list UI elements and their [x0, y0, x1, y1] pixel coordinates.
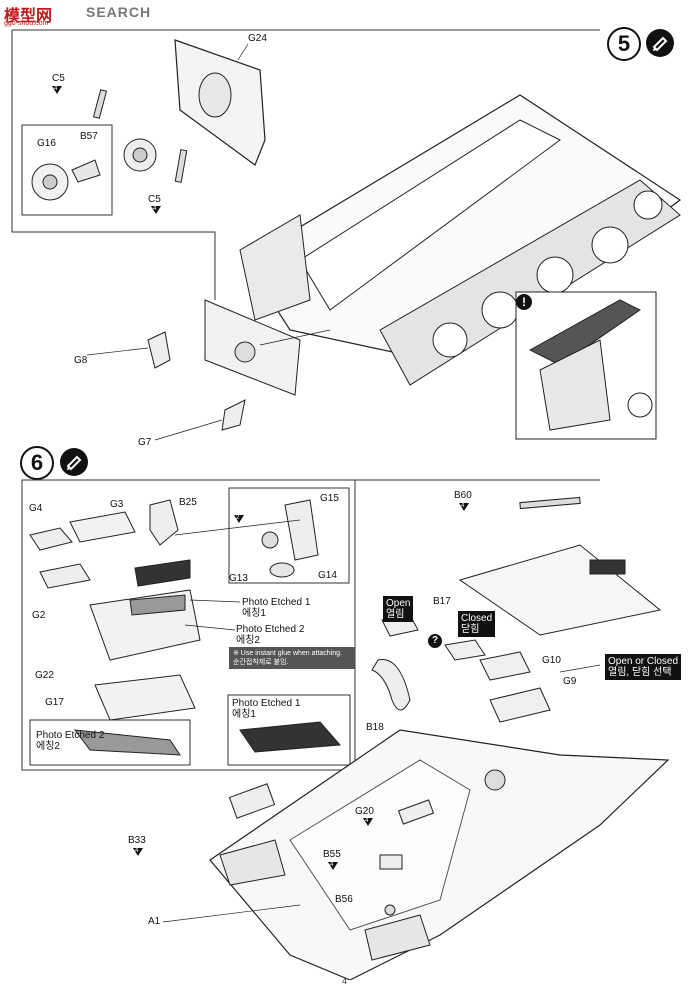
badge-triangle: 4: [151, 206, 161, 214]
question-icon: ?: [428, 634, 442, 648]
label-g3: G3: [110, 499, 124, 510]
closed-tag: Closed 닫힘: [458, 611, 496, 637]
glue-note: ※ Use instant glue when attaching. 순간접착제…: [229, 647, 355, 669]
label-c5-top: C5: [52, 73, 65, 84]
watermark-search: SEARCH: [86, 4, 152, 20]
open-tag: Open 열림: [383, 596, 414, 622]
label-g7: G7: [138, 437, 152, 448]
step-6-number: 6: [20, 446, 54, 480]
label-g14: G14: [318, 570, 337, 581]
label-pe2: Photo Etched 2: [236, 624, 305, 635]
label-b56: B56: [335, 894, 353, 905]
label-g2: G2: [32, 610, 46, 621]
badge-triangle: 4: [363, 818, 373, 826]
label-pe1-box: Photo Etched 1: [232, 698, 301, 709]
badge-triangle: 4: [328, 862, 338, 870]
exclamation-icon: !: [516, 294, 532, 310]
watermark-brand: 模型网: [4, 6, 53, 25]
label-pe1-box-kr: 에칭1: [232, 709, 256, 720]
label-pe2-kr: 에칭2: [236, 635, 260, 646]
label-b25: B25: [179, 497, 197, 508]
label-b18: B18: [366, 722, 384, 733]
label-pe2-box-kr: 에칭2: [36, 741, 60, 752]
label-c5-bottom: C5: [148, 194, 161, 205]
step-6-drawing: [21, 479, 670, 980]
label-g9: G9: [563, 676, 577, 687]
step-5-number: 5: [607, 27, 641, 61]
label-g17: G17: [45, 697, 64, 708]
label-g15: G15: [320, 493, 339, 504]
label-b55: B55: [323, 849, 341, 860]
watermark: 模型网 SEARCH ggo-shou.com: [0, 0, 170, 28]
label-pe2-box: Photo Etched 2: [36, 730, 105, 741]
badge-triangle: 4: [133, 848, 143, 856]
label-pe1: Photo Etched 1: [242, 597, 311, 608]
label-a1: A1: [148, 916, 161, 927]
label-g4: G4: [29, 503, 43, 514]
label-g8: G8: [74, 355, 88, 366]
badge-triangle: 4: [459, 503, 469, 511]
label-b57: B57: [80, 131, 98, 142]
label-b60: B60: [454, 490, 472, 501]
open-or-closed-tag: Open or Closed 열림, 닫힘 선택: [605, 654, 682, 680]
badge-triangle: 2: [234, 515, 244, 523]
label-g16: G16: [37, 138, 56, 149]
label-g20: G20: [355, 806, 374, 817]
label-b33: B33: [128, 835, 146, 846]
watermark-url: ggo-shou.com: [4, 20, 49, 27]
step-5-drawing: [11, 29, 682, 441]
label-pe1-kr: 에칭1: [242, 608, 266, 619]
label-g22: G22: [35, 670, 54, 681]
label-b17: B17: [433, 596, 451, 607]
glue-note-en: ※ Use instant glue when attaching.: [233, 650, 342, 657]
badge-triangle: 4: [52, 86, 62, 94]
label-g24: G24: [248, 33, 267, 44]
label-g13: G13: [229, 573, 248, 584]
page-number: 4: [342, 976, 348, 986]
glue-note-kr: 순간접착제로 붙임.: [233, 659, 289, 666]
glue-icon: [60, 448, 88, 476]
label-g10: G10: [542, 655, 561, 666]
glue-icon: [646, 29, 674, 57]
